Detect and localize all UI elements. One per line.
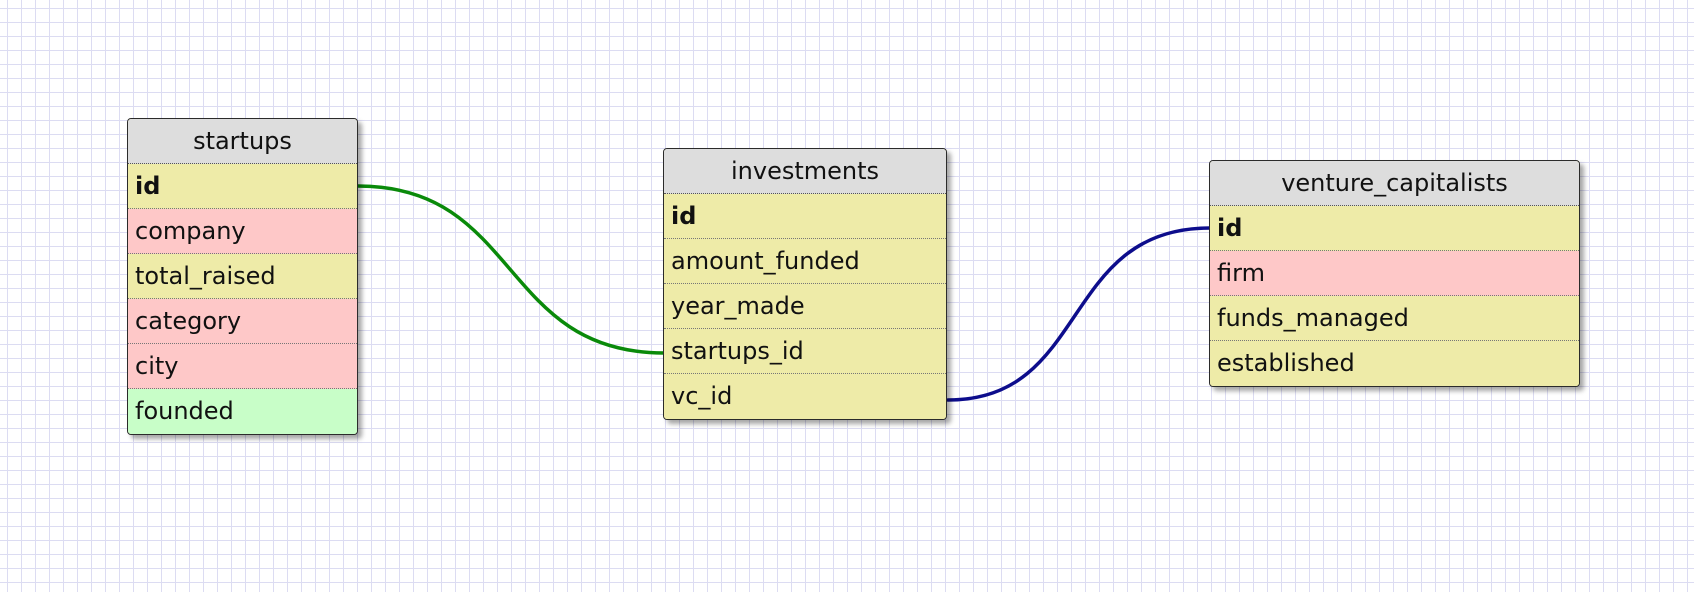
venture-capitalists-table-title: venture_capitalists bbox=[1210, 161, 1579, 206]
venture-capitalists-field-established[interactable]: established bbox=[1210, 341, 1579, 386]
venture-capitalists-field-firm[interactable]: firm bbox=[1210, 251, 1579, 296]
venture-capitalists-field-funds-managed[interactable]: funds_managed bbox=[1210, 296, 1579, 341]
startups-table-title: startups bbox=[128, 119, 357, 164]
investments-table-title: investments bbox=[664, 149, 946, 194]
investments-field-vc-id[interactable]: vc_id bbox=[664, 374, 946, 419]
startups-field-company[interactable]: company bbox=[128, 209, 357, 254]
startups-field-category[interactable]: category bbox=[128, 299, 357, 344]
connector-investments-vc-id-to-venture-capitalists-id bbox=[946, 226, 1212, 402]
investments-field-amount-funded[interactable]: amount_funded bbox=[664, 239, 946, 284]
startups-field-id[interactable]: id bbox=[128, 164, 357, 209]
startups-field-total-raised[interactable]: total_raised bbox=[128, 254, 357, 299]
startups-field-founded[interactable]: founded bbox=[128, 389, 357, 434]
connector-startups-id-to-investments-startups-id bbox=[356, 184, 666, 355]
startups-field-city[interactable]: city bbox=[128, 344, 357, 389]
startups-table[interactable]: startups id company total_raised categor… bbox=[127, 118, 358, 435]
investments-field-id[interactable]: id bbox=[664, 194, 946, 239]
venture-capitalists-table[interactable]: venture_capitalists id firm funds_manage… bbox=[1209, 160, 1580, 387]
investments-table[interactable]: investments id amount_funded year_made s… bbox=[663, 148, 947, 420]
investments-field-startups-id[interactable]: startups_id bbox=[664, 329, 946, 374]
investments-field-year-made[interactable]: year_made bbox=[664, 284, 946, 329]
venture-capitalists-field-id[interactable]: id bbox=[1210, 206, 1579, 251]
